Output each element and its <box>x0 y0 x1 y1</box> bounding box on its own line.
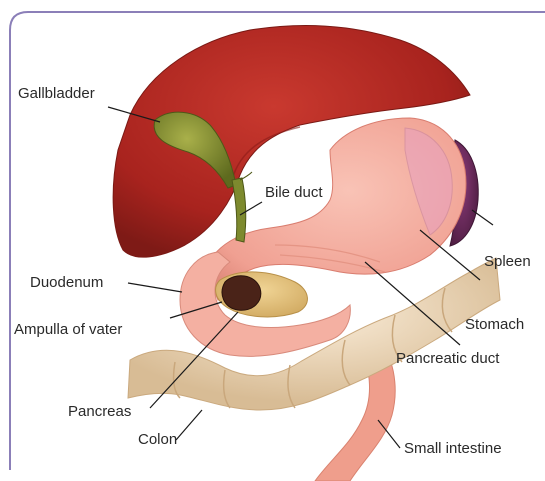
label-ampulla-of-vater: Ampulla of vater <box>14 322 122 337</box>
ampulla-of-vater <box>222 276 261 311</box>
label-gallbladder: Gallbladder <box>18 86 95 101</box>
label-pancreatic-duct: Pancreatic duct <box>396 351 499 366</box>
label-pancreas: Pancreas <box>68 404 131 419</box>
label-spleen: Spleen <box>484 254 531 269</box>
label-stomach: Stomach <box>465 317 524 332</box>
bile-duct <box>232 172 252 242</box>
label-colon: Colon <box>138 432 177 447</box>
label-bile-duct: Bile duct <box>265 185 323 200</box>
label-small-intestine: Small intestine <box>404 441 502 456</box>
label-duodenum: Duodenum <box>30 275 103 290</box>
